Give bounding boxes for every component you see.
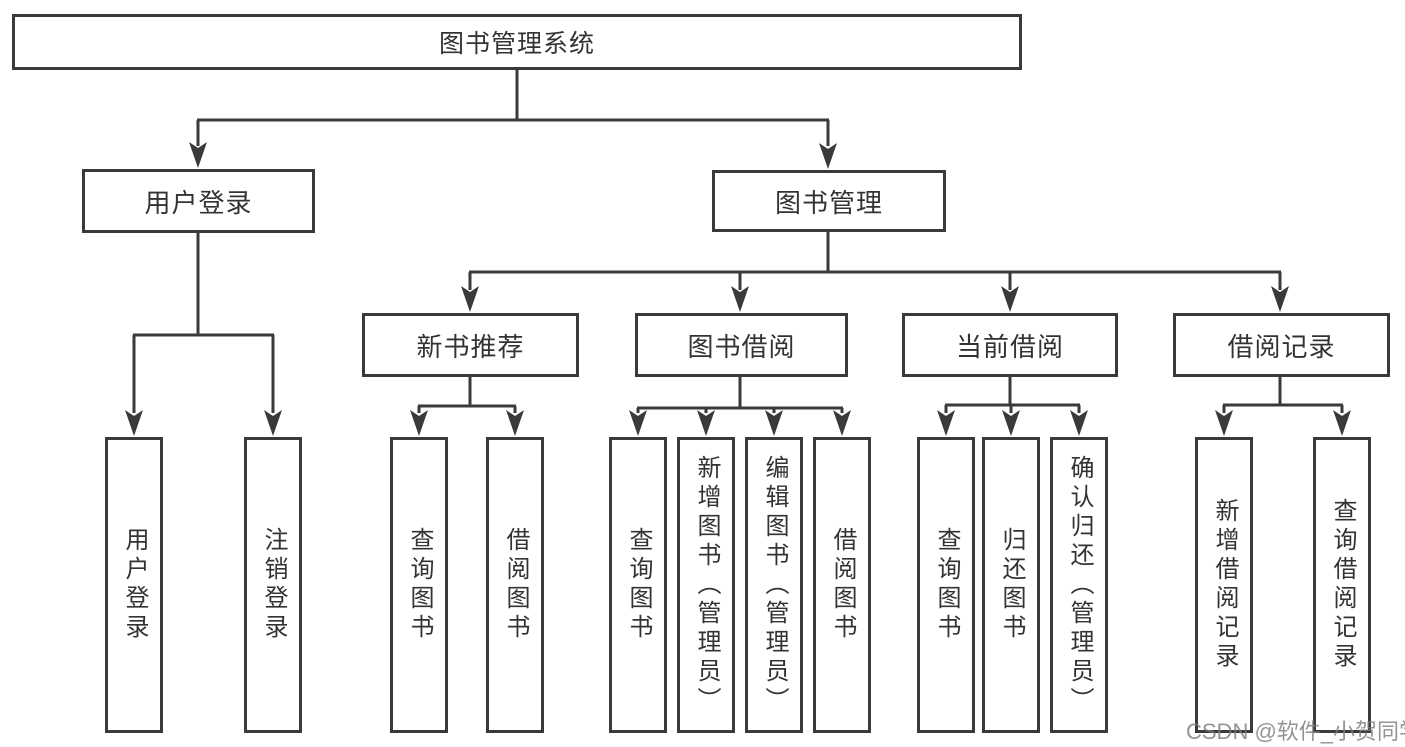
leaf-query-books-borrow: 查询图书 (609, 437, 667, 733)
node-current-borrowing: 当前借阅 (902, 313, 1118, 377)
leaf-label: 查询借阅记录 (1329, 498, 1356, 672)
node-label: 图书管理 (774, 187, 883, 218)
arrowhead-icon (1001, 286, 1019, 312)
arrowhead-icon (410, 410, 428, 436)
arrowhead-icon (1215, 410, 1233, 436)
node-new-book-recommend: 新书推荐 (362, 313, 579, 377)
arrowhead-icon (765, 410, 783, 436)
node-book-borrowing: 图书借阅 (635, 313, 848, 377)
arrowhead-icon (937, 410, 955, 436)
arrowhead-icon (697, 410, 715, 436)
arrowhead-icon (189, 142, 207, 168)
leaf-borrow-books-borrow: 借阅图书 (813, 437, 871, 733)
arrowhead-icon (833, 410, 851, 436)
arrowhead-icon (461, 286, 479, 312)
leaf-query-borrow-record: 查询借阅记录 (1313, 437, 1371, 733)
node-label: 图书管理系统 (438, 30, 595, 58)
leaf-label: 新增借阅记录 (1211, 498, 1238, 672)
arrowhead-icon (1002, 410, 1020, 436)
leaf-label: 借阅图书 (502, 527, 529, 643)
leaf-add-books-admin: 新增图书（管理员） (677, 437, 735, 733)
node-label: 当前借阅 (955, 331, 1064, 362)
leaf-label: 新增图书（管理员） (693, 454, 720, 716)
arrowhead-icon (506, 410, 524, 436)
node-label: 用户登录 (144, 187, 253, 218)
csdn-watermark: CSDN @软件_小贺同学 (1186, 719, 1405, 744)
leaf-label: 确认归还（管理员） (1066, 454, 1093, 716)
node-label: 新书推荐 (416, 331, 525, 362)
leaf-label: 编辑图书（管理员） (761, 454, 788, 716)
leaf-add-borrow-record: 新增借阅记录 (1195, 437, 1253, 733)
leaf-label: 查询图书 (933, 527, 960, 643)
arrowhead-icon (1070, 410, 1088, 436)
node-user-login: 用户登录 (82, 169, 315, 233)
node-label: 借阅记录 (1227, 331, 1336, 362)
leaf-query-books-current: 查询图书 (917, 437, 975, 733)
leaf-return-books: 归还图书 (982, 437, 1040, 733)
leaf-user-login: 用户登录 (105, 437, 163, 733)
arrowhead-icon (264, 410, 282, 436)
arrowhead-icon (1333, 410, 1351, 436)
leaf-label: 注销登录 (260, 527, 287, 643)
leaf-query-books-recommend: 查询图书 (390, 437, 448, 733)
arrowhead-icon (629, 410, 647, 436)
node-library-management-system: 图书管理系统 (12, 14, 1022, 70)
leaf-confirm-return-admin: 确认归还（管理员） (1050, 437, 1108, 733)
leaf-label: 查询图书 (406, 527, 433, 643)
leaf-label: 查询图书 (625, 527, 652, 643)
arrowhead-icon (1271, 286, 1289, 312)
node-borrowing-records: 借阅记录 (1173, 313, 1390, 377)
node-label: 图书借阅 (687, 331, 796, 362)
leaf-label: 用户登录 (121, 527, 148, 643)
leaf-borrow-books-recommend: 借阅图书 (486, 437, 544, 733)
arrowhead-icon (731, 286, 749, 312)
leaf-edit-books-admin: 编辑图书（管理员） (745, 437, 803, 733)
arrowhead-icon (819, 143, 837, 169)
leaf-logout-login: 注销登录 (244, 437, 302, 733)
arrowhead-icon (125, 410, 143, 436)
leaf-label: 归还图书 (998, 527, 1025, 643)
leaf-label: 借阅图书 (829, 527, 856, 643)
node-book-management: 图书管理 (712, 170, 946, 232)
